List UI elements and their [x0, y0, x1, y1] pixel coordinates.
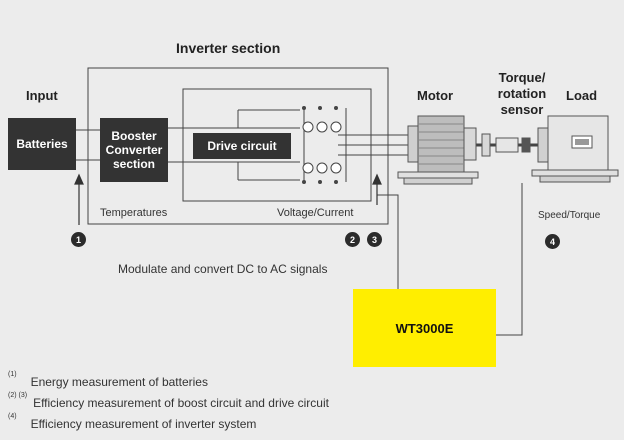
torque-sensor-label: Torque/ rotation sensor — [487, 70, 557, 118]
batteries-block: Batteries — [8, 118, 76, 170]
footnote-3: (4) Efficiency measurement of inverter sy… — [8, 413, 257, 431]
load-drawing — [531, 115, 619, 183]
booster-label-line1: Booster — [111, 129, 157, 143]
inverter-section-label: Inverter section — [176, 40, 281, 56]
inverter-section-frame — [87, 67, 389, 225]
input-label: Input — [26, 88, 58, 103]
wt3000e-label: WT3000E — [395, 320, 454, 336]
voltage-current-label: Voltage/Current — [277, 207, 354, 219]
motor-label: Motor — [417, 88, 454, 103]
footnote-1-text: Energy measurement of batteries — [30, 375, 208, 389]
wt3000e-analyzer: WT3000E — [353, 289, 496, 367]
footnote-2-text: Efficiency measurement of boost circuit … — [33, 396, 329, 410]
booster-label-line3: section — [112, 157, 155, 171]
drive-circuit-label: Drive circuit — [207, 139, 277, 153]
booster-label-line2: Converter — [105, 143, 163, 157]
speed-torque-label: Speed/Torque — [538, 210, 601, 221]
badge-4: 4 — [545, 234, 560, 249]
badge-1: 1 — [71, 232, 86, 247]
footnote-2-marker: (2) (3) — [8, 392, 28, 399]
drive-circuit-block: Drive circuit — [193, 133, 291, 159]
temperatures-label: Temperatures — [100, 207, 168, 219]
torque-sensor-label-line2: rotation — [497, 86, 547, 101]
transistor-array — [302, 121, 342, 174]
torque-sensor-label-line3: sensor — [500, 102, 544, 117]
footnote-2: (2) (3) Efficiency measurement of boost c… — [8, 392, 329, 410]
load-label: Load — [566, 88, 598, 103]
footnote-3-text: Efficiency measurement of inverter syste… — [30, 417, 257, 431]
torque-sensor-drawing — [481, 133, 531, 157]
batteries-label: Batteries — [16, 137, 68, 151]
badge-2: 2 — [345, 232, 360, 247]
motor-drawing — [397, 115, 479, 185]
torque-sensor-label-line1: Torque/ — [498, 70, 546, 85]
footnote-1-marker: (1) — [8, 371, 17, 378]
bridge-nodes — [302, 106, 338, 184]
badge-3: 3 — [367, 232, 382, 247]
footnote-1: (1) Energy measurement of batteries — [8, 371, 208, 389]
booster-converter-block: Booster Converter section — [100, 118, 168, 182]
modulate-caption: Modulate and convert DC to AC signals — [118, 262, 328, 276]
footnote-3-marker: (4) — [8, 413, 17, 420]
